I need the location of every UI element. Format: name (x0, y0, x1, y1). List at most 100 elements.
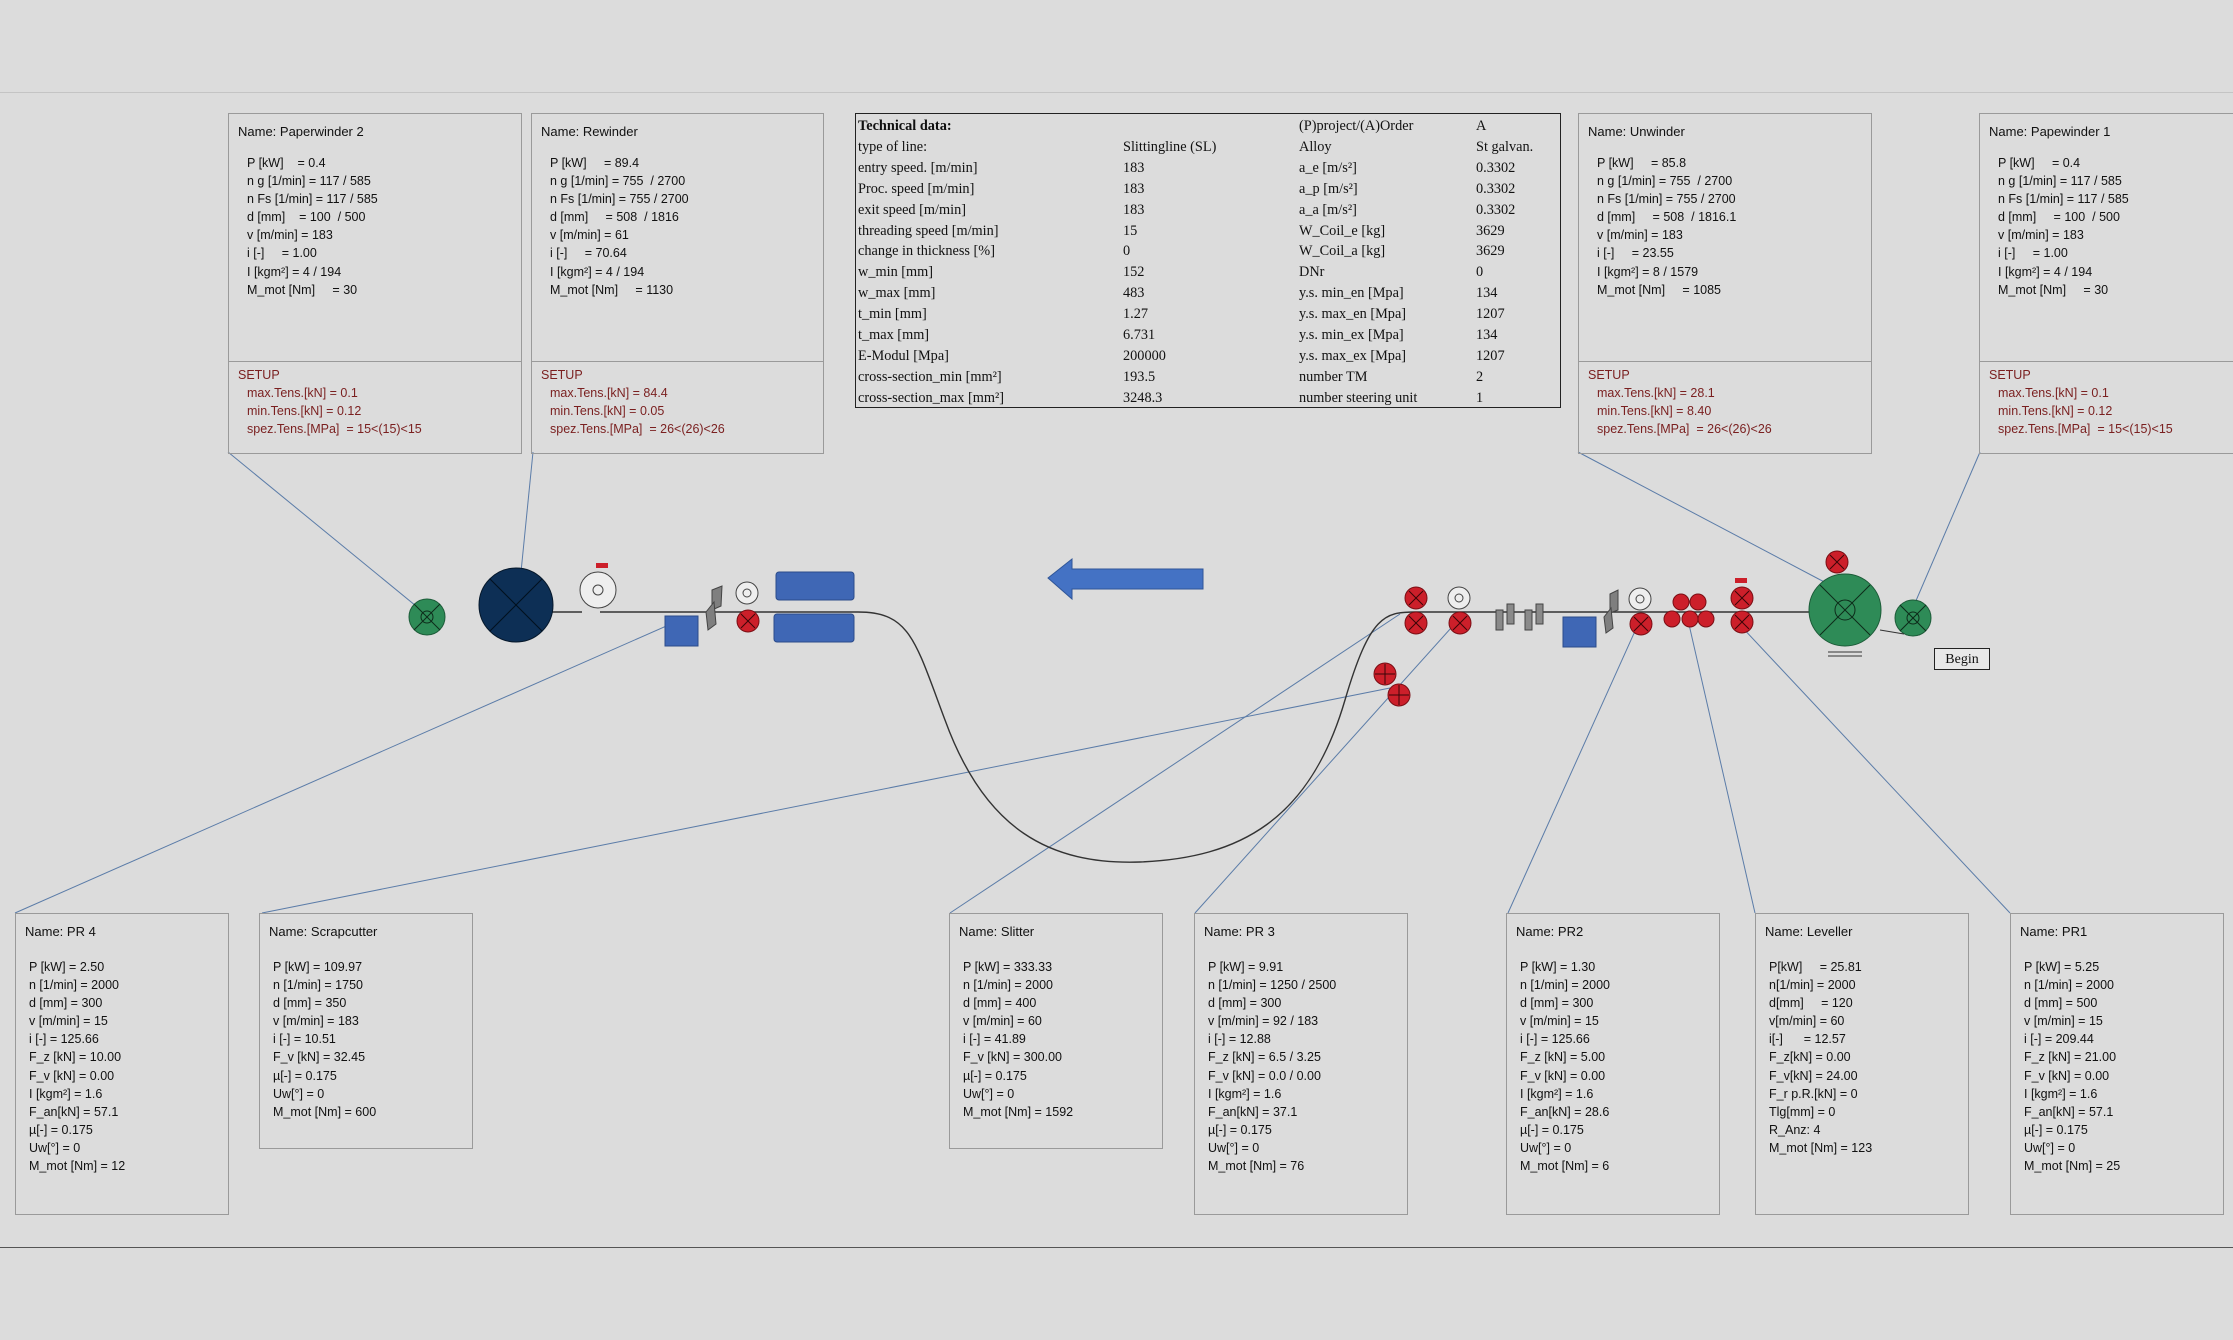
param-line: F_z [kN] = 10.00 (29, 1050, 122, 1065)
tech-cell: a_p [m/s²] (1299, 180, 1358, 197)
param-line: Uw[°] = 0 (29, 1140, 81, 1155)
tech-cell: 1.27 (1123, 306, 1149, 323)
param-line: F_z [kN] = 21.00 (2024, 1050, 2117, 1065)
param-line: v [m/min] = 15 (29, 1014, 108, 1029)
param-line: P [kW] = 85.8 (1597, 156, 1687, 170)
param-line: F_an[kN] = 28.6 (1520, 1104, 1610, 1119)
tech-cell: 3629 (1476, 222, 1505, 239)
tech-cell: cross-section_max [mm²] (858, 389, 1005, 406)
param-line: M_mot [Nm] = 12 (29, 1159, 126, 1174)
param-line: µ[-] = 0.175 (1208, 1122, 1272, 1137)
param-line: P [kW] = 109.97 (273, 960, 363, 974)
leader-lines (14, 451, 2011, 914)
param-line: d [mm] = 508 / 1816.1 (1597, 210, 1737, 225)
tech-cell: number TM (1299, 368, 1368, 385)
param-line: F_z [kN] = 6.5 / 3.25 (1208, 1050, 1321, 1065)
pr4-pinch-rolls (1373, 662, 1411, 707)
param-line: M_mot [Nm] = 25 (2024, 1159, 2121, 1174)
param-line: I [kgm²] = 1.6 (1208, 1086, 1282, 1101)
param-line: i [-] = 125.66 (29, 1032, 99, 1047)
param-line: M_mot [Nm] = 76 (1208, 1159, 1305, 1174)
tech-cell: W_Coil_a [kg] (1299, 243, 1386, 260)
box-title: Name: Slitter (959, 924, 1035, 939)
param-line: n [1/min] = 2000 (1520, 978, 1610, 993)
tech-cell: change in thickness [%] (858, 243, 995, 260)
begin-button[interactable]: Begin (1934, 648, 1990, 670)
param-line: i [-] = 209.44 (2024, 1032, 2094, 1047)
tech-cell: a_a [m/s²] (1299, 201, 1357, 218)
setup-line: max.Tens.[kN] = 0.1 (247, 386, 358, 401)
param-line: n Fs [1/min] = 755 / 2700 (550, 192, 689, 207)
tech-cell: 134 (1476, 327, 1498, 343)
param-line: F_z[kN] = 0.00 (1769, 1050, 1851, 1065)
param-line: P [kW] = 89.4 (550, 156, 640, 170)
param-line: i [-] = 125.66 (1520, 1032, 1590, 1047)
param-line: I [kgm²] = 4 / 194 (1998, 264, 2093, 279)
param-line: Uw[°] = 0 (1520, 1140, 1572, 1155)
pr2-rolls (1628, 587, 1653, 636)
param-line: n g [1/min] = 117 / 585 (247, 174, 371, 189)
param-line: F_v [kN] = 0.00 (1520, 1068, 1606, 1083)
param-line: F_v [kN] = 32.45 (273, 1050, 366, 1065)
param-line: v[m/min] = 60 (1769, 1014, 1845, 1029)
tech-cell: Proc. speed [m/min] (858, 180, 975, 197)
param-line: n [1/min] = 1750 (273, 978, 363, 993)
paperwinder-1-motor (1879, 599, 1932, 637)
param-line: v [m/min] = 183 (1998, 228, 2084, 243)
tech-cell: y.s. min_ex [Mpa] (1299, 327, 1404, 343)
param-line: I [kgm²] = 1.6 (2024, 1086, 2098, 1101)
tech-cell: y.s. max_en [Mpa] (1299, 306, 1407, 323)
param-line: v [m/min] = 60 (963, 1014, 1042, 1029)
param-line: i [-] = 41.89 (963, 1032, 1026, 1047)
param-line: i [-] = 1.00 (247, 246, 317, 261)
param-line: n g [1/min] = 117 / 585 (1998, 174, 2122, 189)
tech-cell: 0.3302 (1476, 180, 1516, 197)
tech-cell: Alloy (1299, 138, 1332, 155)
tech-cell: 2 (1476, 368, 1484, 385)
param-line: F_an[kN] = 37.1 (1208, 1104, 1298, 1119)
box-title: Name: Papewinder 1 (1989, 124, 2111, 139)
tech-cell: t_min [mm] (858, 306, 927, 323)
slitter-knives (1495, 603, 1544, 631)
bottom-divider (0, 1247, 2233, 1248)
param-line: i [-] = 70.64 (550, 246, 627, 261)
param-line: v [m/min] = 183 (273, 1014, 359, 1029)
param-line: I [kgm²] = 8 / 1579 (1597, 264, 1699, 279)
unwinder-coil (1808, 550, 1882, 657)
tech-cell: Technical data: (858, 118, 952, 134)
param-line: F_v [kN] = 0.00 (2024, 1068, 2110, 1083)
box-title: Name: Paperwinder 2 (238, 124, 364, 139)
param-line: n [1/min] = 2000 (2024, 978, 2114, 993)
param-line: n Fs [1/min] = 117 / 585 (1998, 192, 2129, 207)
param-line: Uw[°] = 0 (2024, 1140, 2076, 1155)
param-line: d [mm] = 100 / 500 (247, 210, 366, 225)
param-line: d[mm] = 120 (1769, 996, 1853, 1011)
setup-line: max.Tens.[kN] = 0.1 (1998, 386, 2109, 401)
slitter-rolls (1447, 586, 1472, 635)
param-line: P [kW] = 9.91 (1208, 960, 1284, 974)
param-line: P [kW] = 0.4 (247, 156, 326, 170)
tech-cell: E-Modul [Mpa] (858, 347, 949, 364)
setup-line: min.Tens.[kN] = 0.12 (1998, 404, 2113, 419)
param-line: d [mm] = 300 (1208, 996, 1282, 1011)
box-title: Name: Scrapcutter (269, 924, 378, 939)
tech-cell: DNr (1299, 264, 1325, 281)
param-line: d [mm] = 400 (963, 996, 1037, 1011)
